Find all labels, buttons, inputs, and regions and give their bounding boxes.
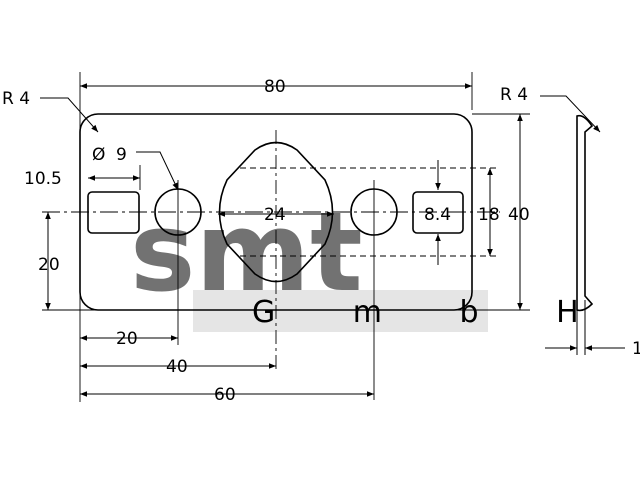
dim-hole-diameter-symbol: Ø (92, 145, 105, 165)
dim-rect-slot-height: 18 (478, 205, 500, 225)
plate-side-view (576, 114, 594, 312)
dim-center-diamond-width: 24 (264, 205, 286, 225)
watermark-subtitle: G m b H (252, 295, 613, 330)
center-diamond (218, 141, 334, 283)
dim-overall-width: 80 (264, 77, 286, 97)
dim-hole-diameter: 9 (116, 145, 127, 165)
dim-slot-offset: 10.5 (24, 169, 62, 189)
right-slot (412, 191, 464, 234)
dim-rect-slot-width: 8.4 (424, 205, 451, 225)
dimension-lines (40, 83, 625, 397)
watermark-band (193, 290, 488, 332)
dim-diamond-x: 40 (166, 357, 188, 377)
dim-overall-height: 40 (508, 205, 530, 225)
dim-radius-side: R 4 (500, 85, 528, 105)
dim-hole1-x: 20 (116, 329, 138, 349)
left-slot (87, 191, 140, 234)
center-lines (42, 130, 500, 400)
dimension-labels: 80 R 4 R 4 Ø 9 10.5 20 24 8.4 18 40 20 4… (2, 77, 640, 405)
watermark: smt G m b H (130, 188, 613, 332)
dim-thickness: 1 (632, 339, 640, 359)
dim-radius-front: R 4 (2, 89, 30, 109)
dim-hole-height: 20 (38, 255, 60, 275)
dim-hole2-x: 60 (214, 385, 236, 405)
